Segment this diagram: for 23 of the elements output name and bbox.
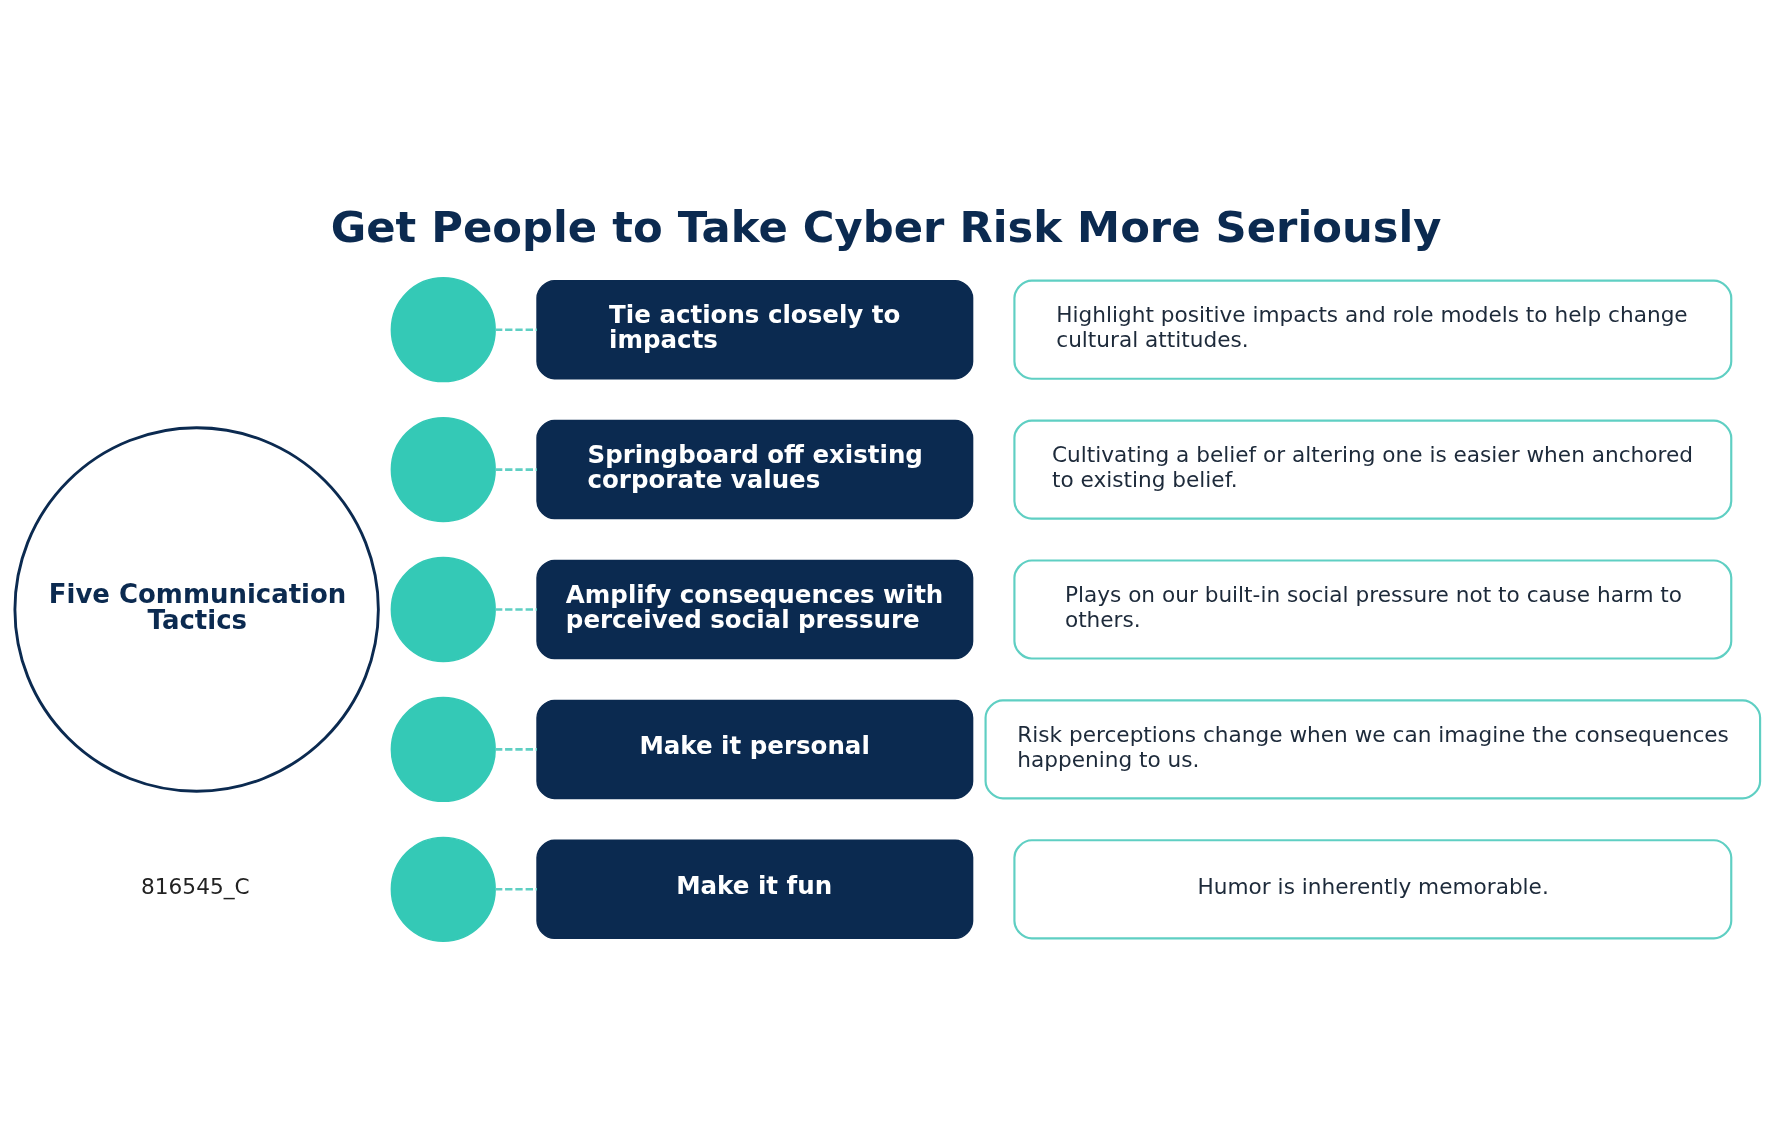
node-circle	[390, 277, 496, 383]
connector	[495, 468, 537, 471]
node-circle	[390, 836, 496, 942]
node-circle	[390, 556, 496, 663]
diagram-title: Get People to Take Cyber Risk More Seriously	[330, 201, 1442, 252]
node-box: Cultivating a belief or altering one is easier when anchored to existing belief.	[1013, 419, 1733, 520]
node-box: Risk perceptions change when we can imagine the consequences happening to us.	[984, 699, 1762, 800]
node-circle: Five Communication Tactics	[13, 426, 380, 793]
node-box: Plays on our built-in social pressure not to cause harm to others.	[1013, 559, 1733, 660]
node-circle	[390, 696, 496, 803]
node-box: Make it fun	[536, 839, 974, 940]
node-circle	[390, 416, 496, 523]
node-box: Springboard off existing corporate values	[536, 419, 974, 520]
node-box: Humor is inherently memorable.	[1013, 839, 1733, 940]
connector	[495, 888, 537, 891]
node-box: Highlight positive impacts and role models to help change cultural attitudes.	[1013, 279, 1733, 380]
connector	[495, 748, 537, 751]
label: 816545_C	[141, 874, 250, 900]
connector	[495, 608, 537, 611]
node-box: Tie actions closely to impacts	[536, 279, 974, 380]
node-box: Amplify consequences with perceived social pressure	[536, 559, 974, 660]
node-box: Make it personal	[536, 699, 974, 800]
connector	[495, 328, 537, 331]
